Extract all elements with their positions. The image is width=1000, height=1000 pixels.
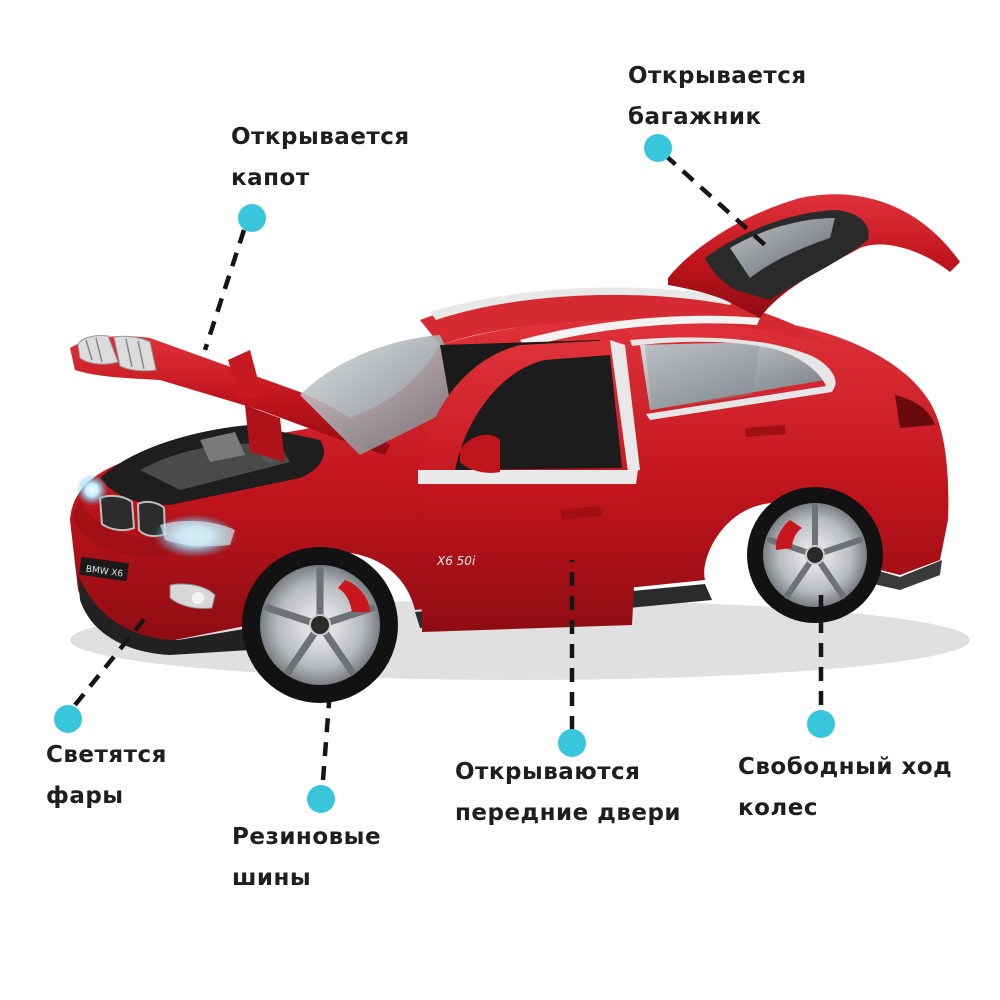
- open-front-door: X6 50i: [418, 340, 640, 632]
- front-fascia: BMW X6: [76, 474, 237, 609]
- front-plate: [78, 556, 130, 582]
- open-hood: [70, 335, 390, 462]
- callout-hood: Открывается капот: [231, 117, 410, 199]
- callout-lights-line1: Светятся: [46, 742, 167, 768]
- marker-tires: [307, 785, 335, 813]
- callout-lights: Светятся фары: [46, 735, 167, 817]
- callout-wheels-line2: колес: [738, 795, 818, 821]
- leader-line-hood: [202, 229, 247, 351]
- callout-hood-line2: капот: [231, 165, 310, 191]
- callout-tires: Резиновые шины: [232, 817, 381, 899]
- callout-hood-line1: Открывается: [231, 124, 410, 150]
- callout-tires-line1: Резиновые: [232, 824, 382, 850]
- callout-doors-line1: Открываются: [455, 759, 641, 785]
- marker-doors: [558, 729, 586, 757]
- callout-lights-line2: фары: [46, 783, 124, 809]
- rear-wheel: [747, 487, 883, 623]
- front-wheel: [242, 547, 398, 703]
- callout-wheels: Свободный ход колес: [738, 747, 952, 829]
- callout-tires-line2: шины: [232, 865, 312, 891]
- marker-lights: [54, 705, 82, 733]
- marker-wheels: [807, 710, 835, 738]
- door-badge-text: X6 50i: [436, 554, 476, 568]
- headlight-left-glow: [76, 474, 108, 506]
- callout-trunk-line2: багажник: [628, 104, 762, 130]
- leader-line-lights: [73, 610, 152, 707]
- callout-trunk: Открывается багажник: [628, 56, 807, 138]
- leader-line-tires: [320, 689, 333, 781]
- callout-doors-line2: передние двери: [455, 800, 682, 826]
- callout-trunk-line1: Открывается: [628, 63, 807, 89]
- marker-trunk: [644, 134, 672, 162]
- callout-wheels-line1: Свободный ход: [738, 754, 953, 780]
- callout-doors: Открываются передние двери: [455, 752, 681, 834]
- marker-hood: [238, 204, 266, 232]
